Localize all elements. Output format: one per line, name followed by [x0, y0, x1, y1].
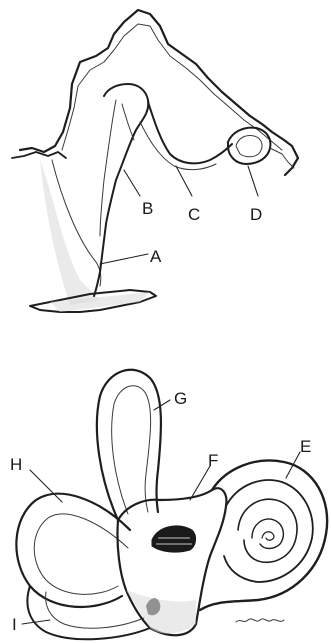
- bony-wall-shading: [40, 160, 100, 305]
- cochlea-apex: [262, 532, 274, 540]
- label-i: I: [12, 615, 17, 634]
- inner-ear-illustration: [16, 370, 327, 639]
- label-g: G: [174, 389, 187, 408]
- malleus-detail: [122, 104, 134, 140]
- tympanic-cavity-inner-edge: [62, 24, 282, 150]
- stapes-right-tail: [270, 148, 294, 168]
- stapes-footplate: [228, 128, 270, 164]
- leader-a: [100, 254, 148, 264]
- leader-h: [30, 470, 62, 502]
- leader-d: [248, 166, 258, 196]
- label-h: H: [10, 455, 22, 474]
- signature-scribble: [236, 619, 284, 622]
- label-f: F: [208, 451, 218, 470]
- leader-c: [176, 166, 192, 196]
- label-a: A: [150, 247, 162, 266]
- superior-canal-inner: [112, 386, 151, 514]
- leader-e: [286, 452, 300, 478]
- label-e: E: [300, 437, 311, 456]
- leader-g: [154, 400, 170, 410]
- cochlea-turn-2: [238, 499, 297, 562]
- left-bony-ridge: [12, 152, 66, 158]
- cochlea-turn-1: [224, 480, 313, 582]
- cochlea-turn-3: [252, 519, 283, 549]
- stapes-inner-ring: [236, 135, 262, 156]
- leader-b: [124, 170, 140, 196]
- superior-canal-outer: [97, 370, 161, 520]
- oval-window: [152, 526, 196, 552]
- middle-ear-illustration: [12, 10, 298, 312]
- label-d: D: [250, 205, 262, 224]
- label-c: C: [188, 205, 200, 224]
- posterior-canal-inner: [34, 514, 128, 594]
- label-b: B: [142, 199, 153, 218]
